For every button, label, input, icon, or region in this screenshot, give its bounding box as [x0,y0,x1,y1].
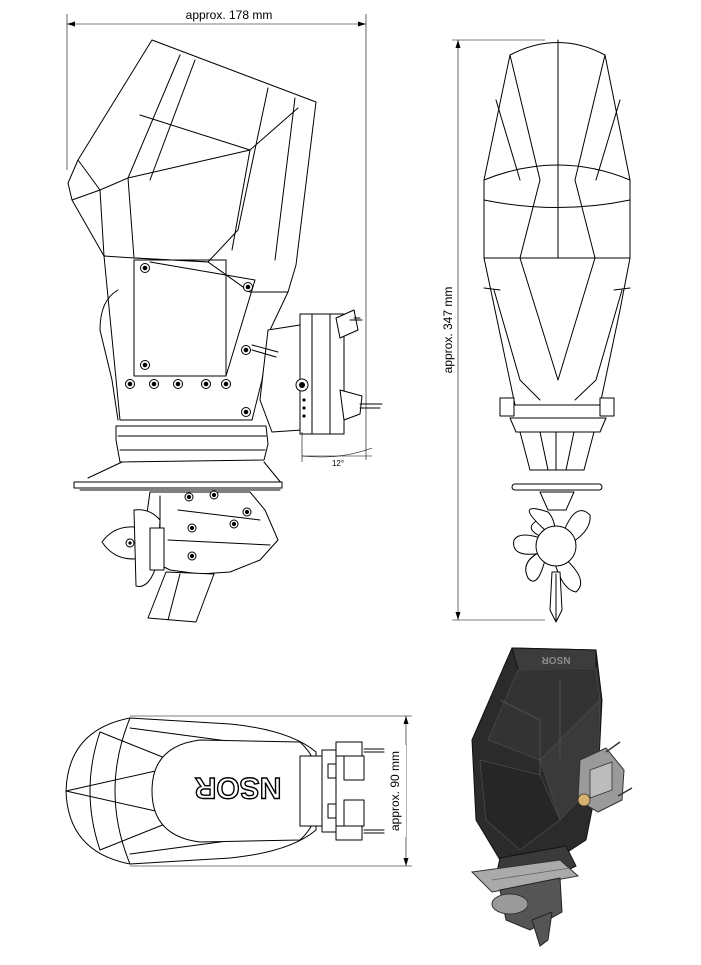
height-label: approx. 347 mm [441,287,455,374]
width-label: approx. 178 mm [186,8,273,22]
rear-propeller [513,508,591,593]
side-propeller [101,509,165,587]
tilt-angle-indicator: 12° [301,432,373,468]
transom-bracket [251,309,383,435]
top-bracket [299,741,385,841]
isometric-render: NSOR [470,647,633,947]
logo-text: NSOR [194,771,281,804]
depth-dimension: approx. 90 mm [130,715,412,867]
top-view: approx. 90 mm NSOR [65,715,412,867]
bolt-group [125,263,253,417]
render-logo: NSOR [541,654,571,665]
tilt-angle-label: 12° [332,459,344,468]
depth-label: approx. 90 mm [388,751,402,831]
rear-view: approx. 347 mm [440,39,631,623]
side-view: approx. 178 mm [66,6,383,623]
logo-plate: NSOR [151,739,321,843]
height-dimension: approx. 347 mm [440,39,545,621]
width-dimension: approx. 178 mm [66,6,367,460]
